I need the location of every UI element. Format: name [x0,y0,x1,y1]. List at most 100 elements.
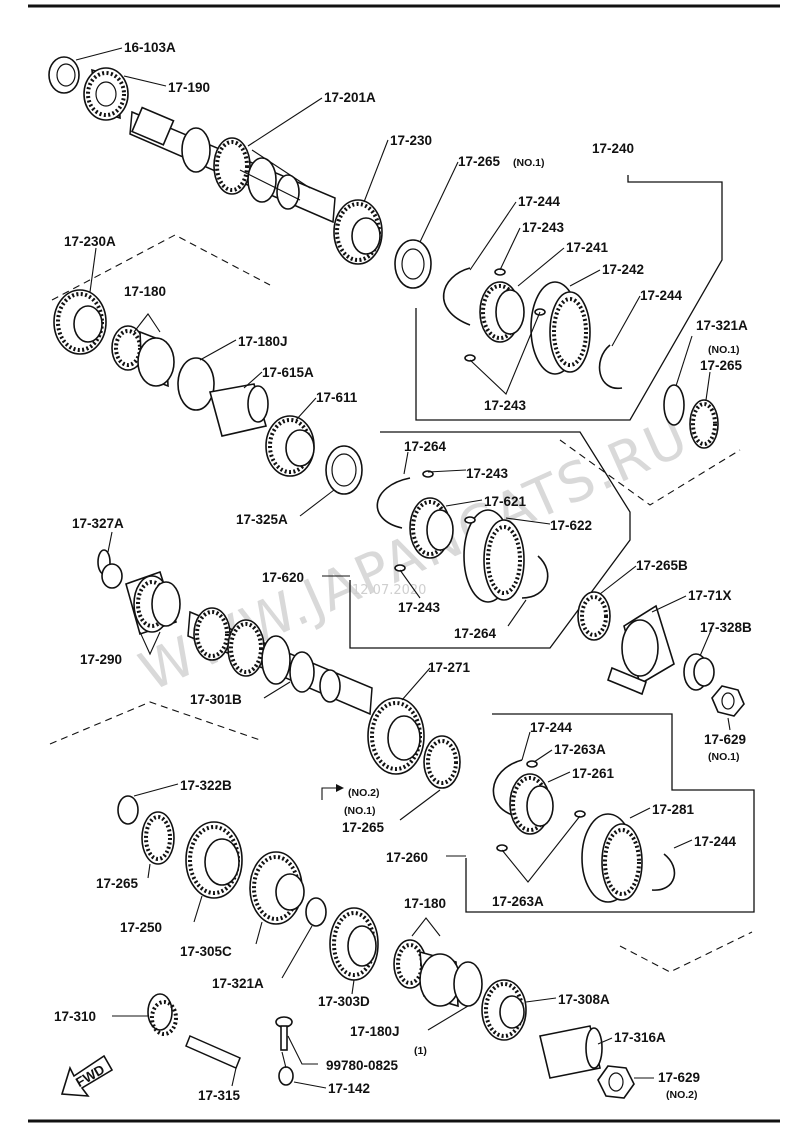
key-17-243-f [394,564,406,572]
key-17-263A-b [574,810,586,818]
label-no1-nut: (NO.1) [708,751,740,763]
countershaft-17-301B [187,607,373,716]
dashed-link-low [619,931,753,973]
ring-17-325A [325,445,363,495]
label-17-629-no2: 17-629 [658,1070,700,1085]
label-17-322B: 17-322B [180,778,232,793]
bearing-17-190 [83,67,129,121]
synchro-ring-17-265-left [141,811,175,865]
hub-17-261 [509,773,554,835]
label-no1-mid: (NO.1) [708,344,740,356]
box-17-240 [415,175,723,421]
spring-17-264-b [521,555,549,599]
label-no2-arrow: (NO.2) [348,787,380,799]
label-17-310: 17-310 [54,1009,96,1024]
label-no2-nut: (NO.2) [666,1089,698,1101]
label-17-242: 17-242 [602,262,644,277]
washer-17-180J-top [177,357,215,411]
label-17-271: 17-271 [428,660,471,675]
label-99780-0825: 99780-0825 [326,1058,399,1073]
label-17-622: 17-622 [550,518,592,533]
label-17-244-a: 17-244 [518,194,561,209]
nut-17-629-no2 [597,1065,635,1099]
label-17-71X: 17-71X [688,588,732,603]
label-17-316A: 17-316A [614,1030,666,1045]
stamp-date: 12.07.2020 [352,583,426,598]
ring-17-321A-bot [305,897,327,927]
label-17-328B: 17-328B [700,620,752,635]
gear-17-611 [265,415,315,477]
label-17-180-bot: 17-180 [404,896,446,911]
bearing-17-180-top [111,325,175,388]
key-17-243-e [464,516,476,524]
label-17-244-d: 17-244 [694,834,737,849]
gear-17-271 [367,697,425,775]
label-17-290: 17-290 [80,652,122,667]
gear-17-305C [249,851,305,925]
label-17-265-mid: 17-265 [700,358,743,373]
arrow-no2-icon [321,787,336,800]
label-17-303D: 17-303D [318,994,370,1009]
label-17-265-left: 17-265 [96,876,139,891]
label-17-265B: 17-265B [636,558,688,573]
label-17-241: 17-241 [566,240,609,255]
gear-17-303D [329,907,379,981]
label-17-230: 17-230 [390,133,432,148]
box-17-620 [349,431,631,649]
sleeve-17-316A [539,1025,603,1079]
spring-17-244-d [651,853,676,891]
label-17-265-low: 17-265 [342,820,385,835]
label-17-250: 17-250 [120,920,162,935]
label-one-paren: (1) [414,1045,427,1057]
label-17-243-d: 17-243 [398,600,441,615]
label-16-103A: 16-103A [124,40,176,55]
label-17-244-b: 17-244 [640,288,683,303]
label-17-142: 17-142 [328,1081,370,1096]
sleeve-17-281 [581,813,643,903]
leader-lines [75,47,731,1089]
dashed-link-322B [49,701,261,745]
gear-17-230 [333,199,383,265]
label-17-321A-top: 17-321A [696,318,748,333]
label-17-629-no1: 17-629 [704,732,746,747]
gear-17-308A [481,979,527,1041]
label-17-230A: 17-230A [64,234,116,249]
key-17-243-d [422,470,434,478]
clip-17-142 [278,1051,294,1086]
bearing-17-180-bot [393,939,461,1008]
key-17-263A-c [496,844,508,852]
key-17-263A-a [526,760,538,768]
gear-17-230A [53,289,107,355]
arrow-no2-head-icon [336,784,344,792]
nut-17-629-no1 [711,685,745,717]
pin-17-315 [185,1035,241,1069]
spring-17-264-a [376,477,411,529]
label-17-264-b: 17-264 [454,626,497,641]
label-17-621: 17-621 [484,494,527,509]
hub-17-241 [479,281,525,343]
label-17-243-a: 17-243 [522,220,565,235]
synchro-ring-17-265-low [423,735,461,789]
label-17-260: 17-260 [386,850,428,865]
label-17-615A: 17-615A [262,365,314,380]
label-17-264-a: 17-264 [404,439,447,454]
collar-17-328B [683,653,715,691]
label-17-315: 17-315 [198,1088,241,1103]
fwd-arrow-icon: FWD [60,1054,114,1097]
label-no1-top: (NO.1) [513,157,545,169]
hub-17-621 [409,497,454,559]
label-17-261: 17-261 [572,766,615,781]
label-17-321A-bot: 17-321A [212,976,264,991]
label-17-180-top: 17-180 [124,284,166,299]
synchro-ring-17-265B [577,591,611,641]
label-no1-arrow: (NO.1) [344,805,376,817]
spring-17-244-b [598,344,623,389]
label-17-611: 17-611 [316,390,358,405]
label-17-180J-top: 17-180J [238,334,288,349]
mainshaft-17-201A [129,106,336,224]
sleeve-17-242 [530,281,591,375]
synchro-ring-17-265-mid [689,399,719,449]
label-17-265-no1-top: 17-265 [458,154,501,169]
